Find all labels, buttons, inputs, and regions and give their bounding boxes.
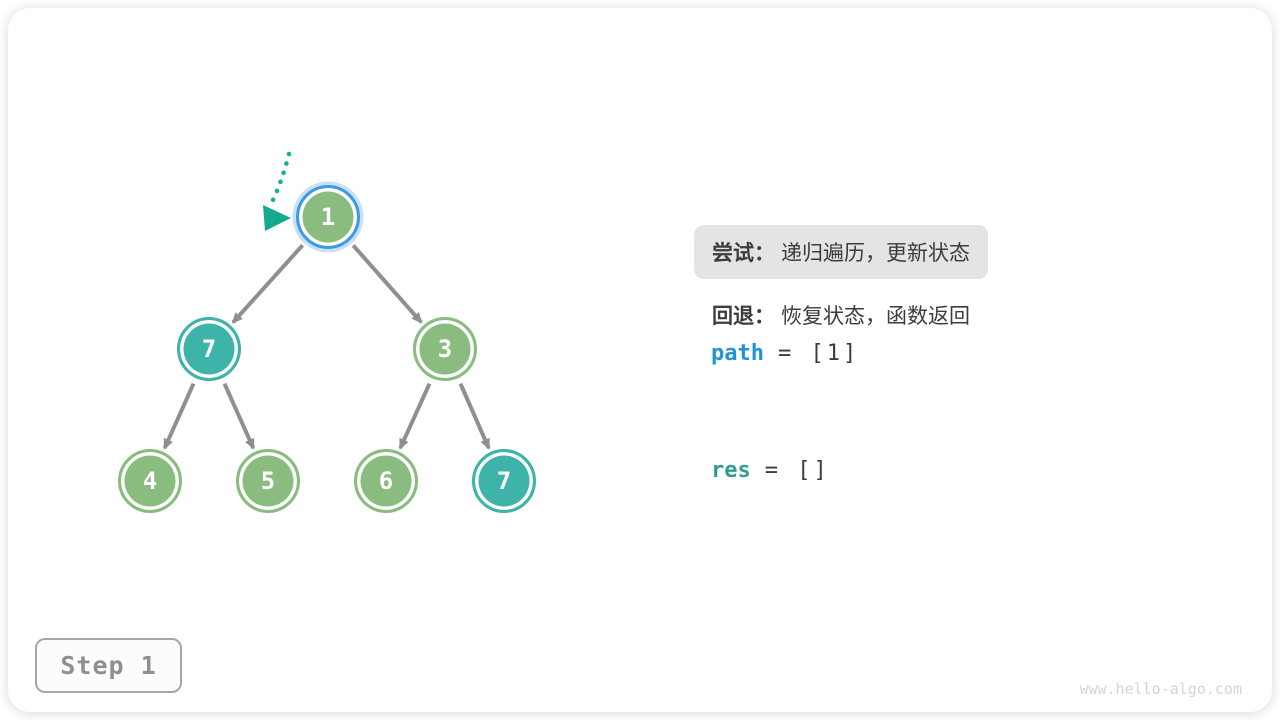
edge-3-6 <box>398 382 432 450</box>
res-variable-value: = [] <box>764 458 830 483</box>
try-label: 尝试： <box>712 242 775 265</box>
tree-node-value: 5 <box>260 467 276 495</box>
tree-node: 3 <box>413 317 477 381</box>
edge-1-7 <box>231 243 305 324</box>
edge-1-3 <box>351 244 423 324</box>
tree-node: 7 <box>177 317 241 381</box>
tree-node-root: 1 <box>296 185 360 249</box>
edge-7-4 <box>162 382 196 450</box>
backtrack-label: 回退： <box>712 305 775 328</box>
backtrack-text: 恢复状态，函数返回 <box>781 305 970 328</box>
cursor-arrowhead-icon <box>263 205 291 231</box>
tree-node-value: 7 <box>201 335 217 363</box>
tree-node: 6 <box>354 449 418 513</box>
path-variable-value: = [1] <box>777 341 860 366</box>
canvas-card: 1 7 3 4 5 6 7 尝试：递归遍历，更新状态 回退：恢复状态，函数返回 … <box>8 8 1272 712</box>
tree-node-value: 4 <box>142 467 158 495</box>
tree-node-value: 6 <box>378 467 394 495</box>
edge-7-5 <box>222 382 256 450</box>
step-indicator: Step 1 <box>35 638 182 693</box>
tree-node: 4 <box>118 449 182 513</box>
tree-node: 5 <box>236 449 300 513</box>
traversal-cursor-arrow <box>263 151 292 231</box>
tree-node-value: 7 <box>496 467 512 495</box>
res-variable-line: res = [] <box>711 458 830 483</box>
try-status-line: 尝试： 递归遍历，更新状态 <box>694 225 988 279</box>
tree-node-value: 3 <box>437 335 453 363</box>
res-variable-name: res <box>711 458 751 483</box>
tree-node-value: 1 <box>320 203 336 231</box>
tree-node: 7 <box>472 449 536 513</box>
step-label: Step 1 <box>60 651 157 680</box>
try-text: 递归遍历，更新状态 <box>781 242 970 265</box>
path-variable-name: path <box>711 341 764 366</box>
edge-3-7 <box>458 382 491 450</box>
cursor-dotted-trail <box>268 151 292 207</box>
backtrack-status-line: 回退： 恢复状态，函数返回 <box>712 300 970 330</box>
watermark: www.hello-algo.com <box>1079 680 1242 698</box>
path-variable-line: path = [1] <box>711 341 859 366</box>
